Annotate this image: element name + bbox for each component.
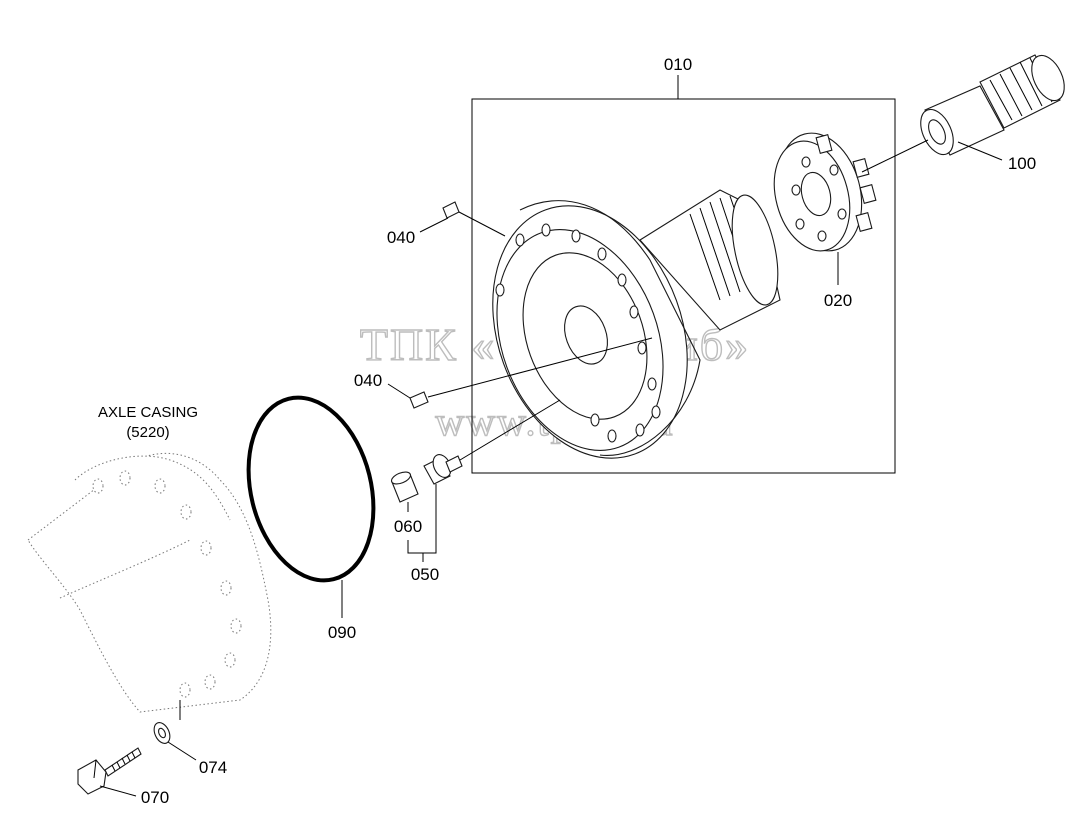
leader-100 xyxy=(957,141,1003,161)
plug-060 xyxy=(390,471,419,503)
axis-040-top xyxy=(458,211,506,237)
breather-050 xyxy=(423,454,463,485)
label-020: 020 xyxy=(824,291,852,310)
label-040-top: 040 xyxy=(387,228,415,247)
o-ring-090 xyxy=(246,395,376,583)
axis-020-100 xyxy=(861,139,929,173)
leader-040-top xyxy=(419,217,449,233)
leader-070 xyxy=(99,785,137,797)
leader-040-bottom xyxy=(387,383,411,399)
leader-074 xyxy=(167,741,197,761)
label-040-bottom: 040 xyxy=(354,371,382,390)
axle-casing-outline xyxy=(27,452,272,713)
label-074: 074 xyxy=(199,758,227,777)
axis-040-bottom xyxy=(427,337,653,398)
bolt-070 xyxy=(77,747,142,795)
washer-074 xyxy=(153,722,171,744)
label-060: 060 xyxy=(394,517,422,536)
bracket-050 xyxy=(407,484,437,554)
axle-casing-code: (5220) xyxy=(126,424,169,441)
label-010: 010 xyxy=(664,55,692,74)
label-100: 100 xyxy=(1008,154,1036,173)
label-090: 090 xyxy=(328,623,356,642)
axle-casing-title: AXLE CASING xyxy=(98,404,198,421)
hub-flange-010 xyxy=(492,189,781,459)
label-070: 070 xyxy=(141,788,169,807)
carrier-020 xyxy=(773,132,877,252)
coupling-100 xyxy=(920,54,1065,156)
axis-050 xyxy=(459,399,561,461)
label-050: 050 xyxy=(411,565,439,584)
set-screw-040-bottom xyxy=(409,391,429,409)
set-screw-040-top xyxy=(442,201,460,219)
assembly-box-010 xyxy=(471,98,896,474)
